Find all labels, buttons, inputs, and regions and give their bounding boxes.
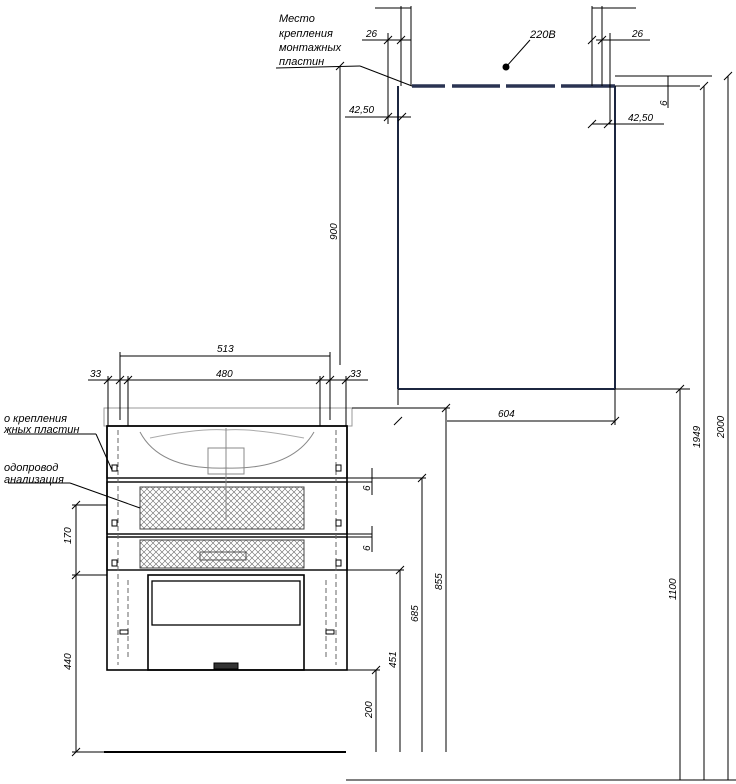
dim-855: 855 — [434, 573, 445, 590]
label-pipes-1: одопровод — [4, 462, 58, 474]
dim-1100: 1100 — [668, 578, 679, 600]
dim-26-right: 26 — [631, 29, 644, 40]
label-mount-plates-2: крепления — [279, 28, 333, 40]
label-mount-plates-3: монтажных — [279, 42, 342, 54]
dim-1949: 1949 — [692, 425, 703, 448]
dim-33-right: 33 — [350, 369, 362, 380]
dimension-values: 26 26 42,50 42,50 6 900 604 513 480 33 3… — [63, 29, 727, 719]
dim-6-drawer-b: 6 — [362, 545, 373, 551]
dim-200: 200 — [364, 701, 375, 719]
label-left-plates-2: жных пластин — [3, 424, 79, 436]
dim-42-right: 42,50 — [628, 113, 653, 124]
label-mount-plates-1: Место — [279, 13, 315, 25]
dim-2000: 2000 — [716, 415, 727, 439]
dim-440: 440 — [63, 653, 74, 670]
dim-33-left: 33 — [90, 369, 102, 380]
label-mount-plates-4: пластин — [279, 56, 324, 68]
label-pipes-2: анализация — [4, 474, 64, 486]
dim-513: 513 — [217, 344, 234, 355]
dim-685: 685 — [410, 605, 421, 622]
dim-170: 170 — [63, 527, 74, 544]
annotation-labels: Место крепления монтажных пластин 220В о… — [3, 13, 556, 486]
dim-900: 900 — [329, 223, 340, 240]
cabinet — [103, 407, 353, 753]
dim-42-left: 42,50 — [349, 105, 374, 116]
mirror-assembly — [275, 6, 672, 426]
cabinet-dimensions — [8, 352, 451, 757]
dim-480: 480 — [216, 369, 233, 380]
height-dimensions — [346, 71, 736, 781]
dim-6-top: 6 — [659, 100, 670, 106]
label-left-plates-1: о крепления — [4, 413, 67, 425]
dim-6-drawer-a: 6 — [362, 485, 373, 491]
dim-451: 451 — [388, 651, 399, 668]
dim-26-left: 26 — [365, 29, 378, 40]
dim-604: 604 — [498, 409, 515, 420]
label-power: 220В — [529, 29, 556, 41]
